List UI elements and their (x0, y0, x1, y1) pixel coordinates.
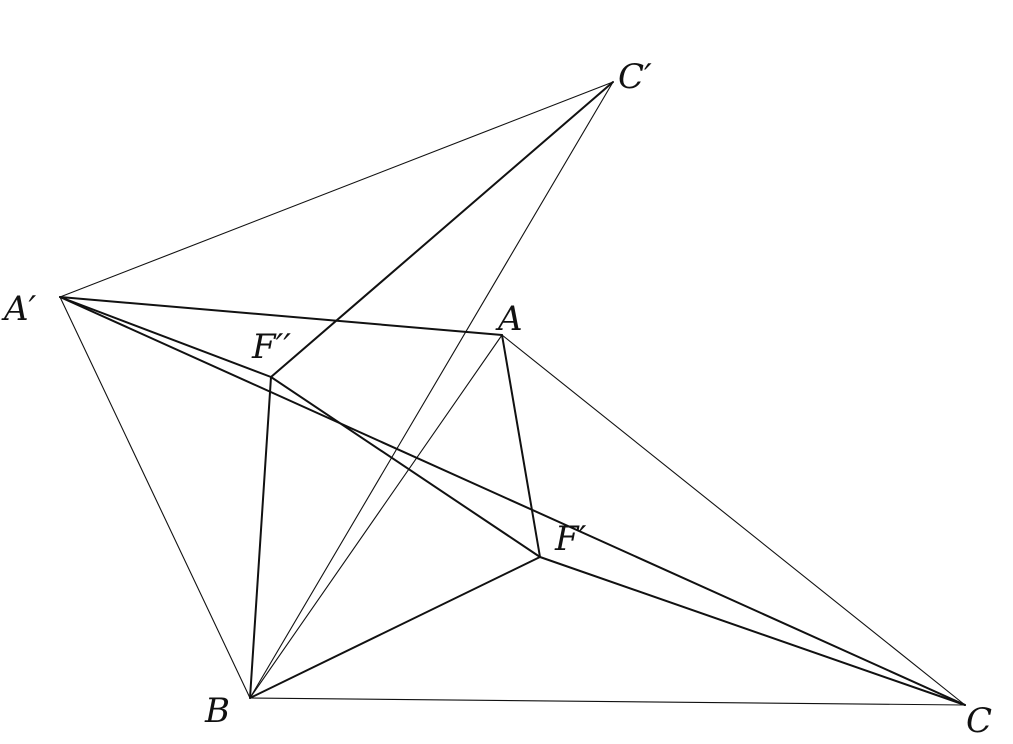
label-b: B (204, 691, 230, 731)
segment-b-c-prime (249, 81, 614, 699)
segment-f-double-prime-c-prime (270, 81, 614, 378)
segment-b-f-prime (249, 556, 541, 699)
label-c-prime: C′ (618, 57, 652, 97)
label-f-double-prime: F′′ (251, 327, 291, 367)
segment-a-c (501, 334, 966, 706)
segment-a-prime-b (59, 296, 251, 699)
segment-b-c (249, 697, 966, 706)
label-c: C (966, 701, 992, 741)
segment-f-double-prime-f-prime (270, 376, 541, 558)
segment-f-prime-c (539, 556, 966, 706)
segment-a-f-prime (501, 334, 541, 558)
segment-f-double-prime-b (249, 376, 272, 699)
segment-b-a (249, 334, 503, 699)
segment-a-prime-c (59, 296, 966, 706)
segment-a-prime-a (59, 296, 503, 336)
segment-a-prime-f-double-prime (59, 296, 272, 378)
label-a: A (495, 299, 523, 339)
segment-a-prime-c-prime (59, 81, 614, 298)
label-f-prime: F′ (554, 519, 587, 559)
label-a-prime: A′ (1, 289, 37, 329)
